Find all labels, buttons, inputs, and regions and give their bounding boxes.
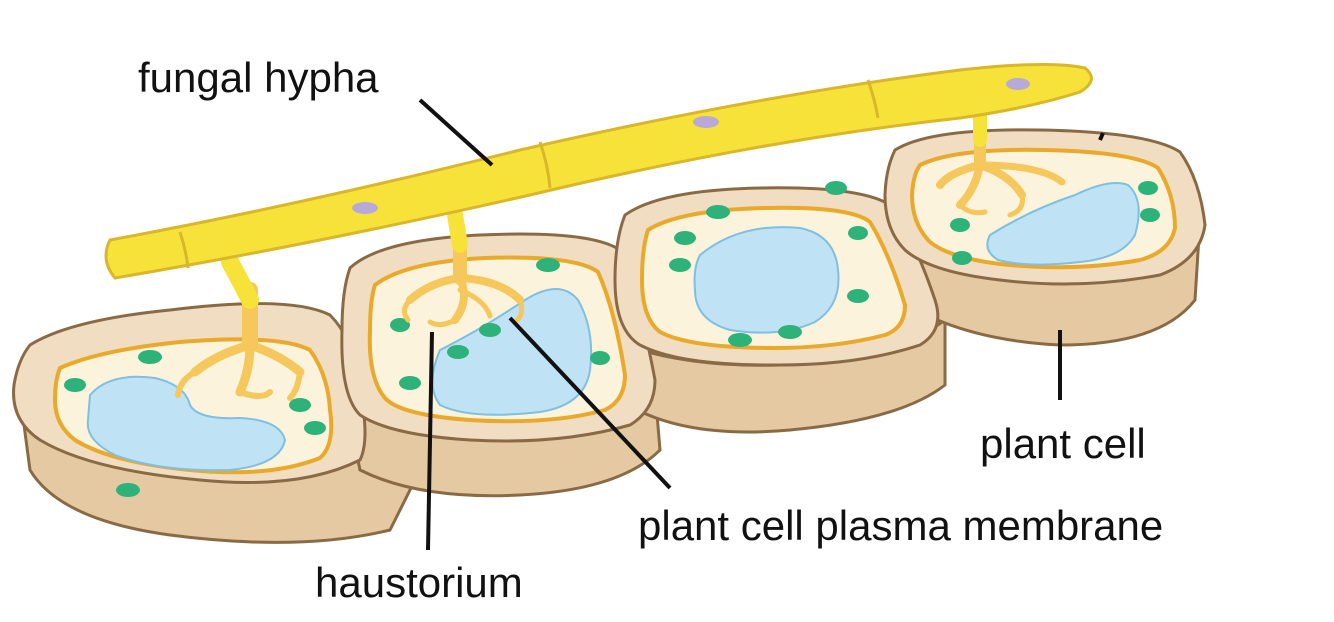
hypha-stalk-2 [455, 215, 460, 245]
chloroplast [848, 226, 868, 240]
haustorium-label: haustorium [315, 559, 523, 606]
chloroplast [64, 378, 86, 392]
chloroplast [289, 398, 311, 412]
chloroplast [669, 258, 691, 272]
plant-cell-label: plant cell [980, 420, 1146, 467]
cell-4-tick-mark [1100, 133, 1103, 140]
plant-cell-row [14, 130, 1205, 543]
chloroplast [728, 333, 752, 347]
chloroplast [447, 345, 469, 359]
chloroplast [479, 323, 501, 337]
chloroplast [116, 483, 140, 497]
hypha-label: fungal hypha [138, 54, 379, 101]
chloroplast [138, 350, 162, 364]
membrane-label: plant cell plasma membrane [638, 502, 1163, 549]
chloroplast [825, 181, 847, 195]
chloroplast [590, 351, 610, 365]
chloroplast [847, 289, 869, 303]
chloroplast [1140, 208, 1160, 222]
chloroplast [706, 205, 730, 219]
chloroplast [1138, 181, 1158, 195]
hypha-leader-line [420, 100, 492, 165]
chloroplast [950, 218, 970, 232]
hypha-stalk-1 [230, 262, 250, 300]
chloroplast [778, 325, 802, 339]
hypha-nucleus [352, 202, 378, 214]
hypha-nucleus [1006, 78, 1030, 90]
chloroplast [952, 251, 972, 265]
chloroplast [304, 421, 326, 435]
cell-3-vacuole [695, 227, 839, 333]
chloroplast [674, 231, 696, 245]
hypha-nucleus [693, 116, 719, 128]
chloroplast [536, 258, 560, 272]
chloroplast [399, 376, 421, 390]
